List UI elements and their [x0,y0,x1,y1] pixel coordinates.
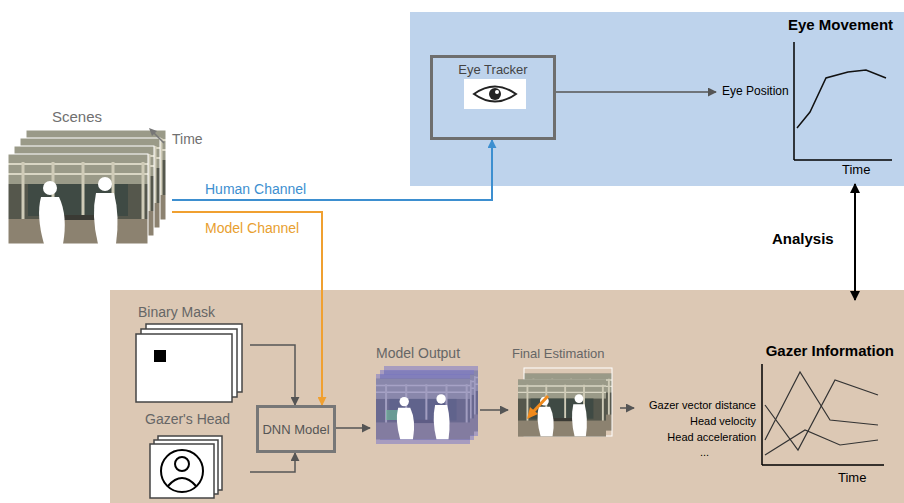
gazer-curve [765,380,878,450]
connector-arrow [556,91,716,93]
output-stack: Model Output [370,342,480,445]
eye-highlight [495,90,499,94]
chart-label: Head acceleration [667,431,756,444]
chart-axis [762,464,884,466]
chart-axis [794,159,892,161]
person-icon [161,450,203,492]
output-tint [376,374,470,444]
human-panel [410,12,904,186]
gazer-curve [765,430,878,455]
process-box: DNN Model [256,405,336,453]
eye-icon-ground [464,79,526,109]
connector-arrow [336,427,370,429]
node-title: Model Output [376,345,460,362]
eye-icon [474,87,516,102]
chart-axis [761,364,763,465]
eye-pupil [489,88,501,100]
connectors [172,92,855,472]
model-output-stack [376,366,478,444]
head-frame [150,444,214,498]
process-box: Eye Tracker [430,55,556,140]
scenes-group: Scenes [6,108,172,248]
output-stack: Final Estimation [508,342,620,445]
mask-frame [136,334,232,402]
chart-label: Eye Position [722,84,789,98]
node-title: Final Estimation [512,346,604,362]
scene-frame [8,154,148,244]
node-title: Binary Mask [138,304,215,321]
edge-label: Model Channel [205,220,299,237]
chart-panel: Eye Movement [716,18,904,184]
estimation-frame [518,380,606,437]
connector-arrow [172,140,492,200]
model-panel [110,290,904,503]
chart-label: Gazer vector distance [649,399,756,412]
mask-square [154,350,166,362]
chart-axis [793,42,795,160]
input-stack: Gazer's Head [135,410,250,501]
node-title: Eye Tracker [458,62,527,78]
scenes-stack [8,130,166,244]
node-title: Eye Movement [788,16,893,34]
chart-label: Head velocity [690,415,756,428]
connector-arrow [620,407,634,409]
chart-label: ... [700,446,709,459]
input-stack: Binary Mask [128,303,250,407]
edge-label: Human Channel [205,181,306,198]
binary-mask-stack [136,324,242,402]
person-icon-body [168,478,196,486]
node-title: DNN Model [262,422,329,438]
frame-border [8,154,148,244]
connector-arrow [480,409,508,411]
edge-label: Analysis [772,230,834,248]
person-icon-head [175,457,189,471]
chart-label: Time [838,470,866,486]
gaze-arrow [532,396,548,413]
gazer-head-stack [150,436,222,498]
node-title: Gazer's Head [145,411,230,428]
connector-arrow [250,345,295,405]
node-title: Gazer Information [766,342,894,360]
node-title: Scenes [52,108,102,126]
gaze-arrowhead [527,407,538,419]
final-estimation-stack [518,368,612,436]
eye-position-curve [797,70,886,128]
chart-label: Time [842,162,870,178]
person-silhouettes [39,177,118,244]
chart-panel: Gazer Information [634,300,900,490]
person-silhouettes [397,394,450,439]
chart-label: Time [172,131,203,148]
connector-arrow [250,453,295,472]
connector-arrow [854,184,856,300]
time-arrowhead [149,128,157,136]
